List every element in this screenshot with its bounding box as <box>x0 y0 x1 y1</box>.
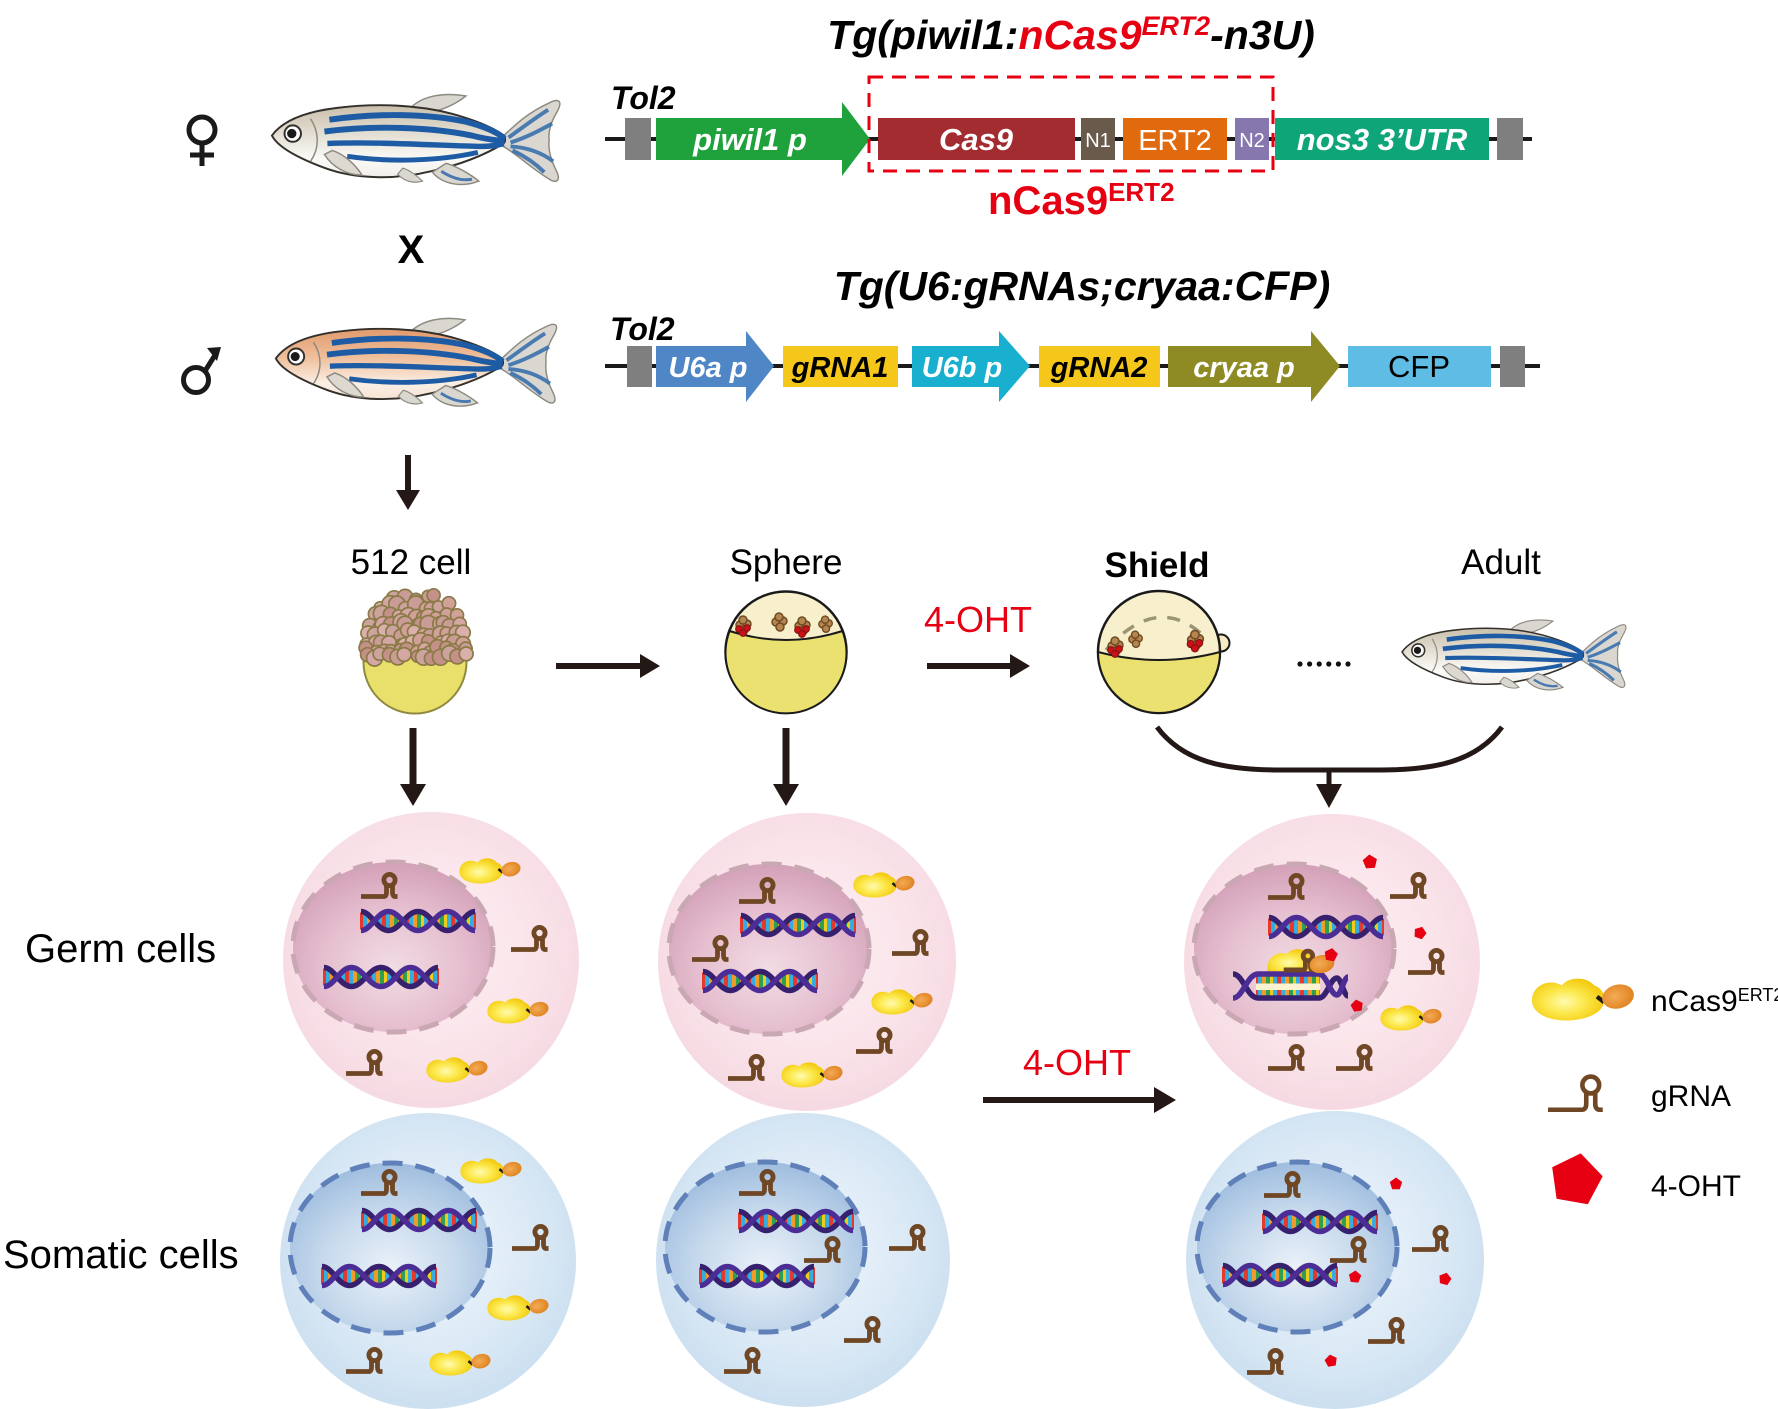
svg-text:4-OHT: 4-OHT <box>924 599 1032 640</box>
svg-text:4-OHT: 4-OHT <box>1023 1042 1131 1083</box>
svg-text:CFP: CFP <box>1388 349 1450 384</box>
svg-text:U6b p: U6b p <box>922 352 1003 384</box>
svg-text:U6a p: U6a p <box>669 352 748 384</box>
svg-text:N2: N2 <box>1239 130 1265 152</box>
svg-text:Tg(piwil1:nCas9ERT2-n3U): Tg(piwil1:nCas9ERT2-n3U) <box>827 11 1315 58</box>
svg-text:512 cell: 512 cell <box>351 543 472 582</box>
svg-text:Tg(U6:gRNAs;cryaa:CFP): Tg(U6:gRNAs;cryaa:CFP) <box>834 263 1331 309</box>
svg-text:Adult: Adult <box>1461 543 1541 582</box>
svg-text:gRNA1: gRNA1 <box>791 352 889 384</box>
svg-text:piwil1 p: piwil1 p <box>692 122 807 157</box>
svg-text:Tol2: Tol2 <box>611 80 676 116</box>
svg-text:N1: N1 <box>1085 130 1111 152</box>
svg-text:cryaa p: cryaa p <box>1193 352 1295 384</box>
svg-text:gRNA2: gRNA2 <box>1050 352 1148 384</box>
svg-text:X: X <box>398 228 425 272</box>
svg-text:Cas9: Cas9 <box>939 122 1014 157</box>
svg-text:nos3 3’UTR: nos3 3’UTR <box>1297 122 1468 157</box>
svg-text:ERT2: ERT2 <box>1138 125 1212 157</box>
svg-text:4-OHT: 4-OHT <box>1651 1170 1741 1203</box>
svg-text:Somatic cells: Somatic cells <box>3 1233 239 1277</box>
svg-text:gRNA: gRNA <box>1651 1080 1731 1113</box>
svg-text:Tol2: Tol2 <box>610 311 675 347</box>
svg-text:Sphere: Sphere <box>730 543 843 582</box>
svg-text:Shield: Shield <box>1104 546 1209 585</box>
svg-text:Germ cells: Germ cells <box>25 927 216 971</box>
